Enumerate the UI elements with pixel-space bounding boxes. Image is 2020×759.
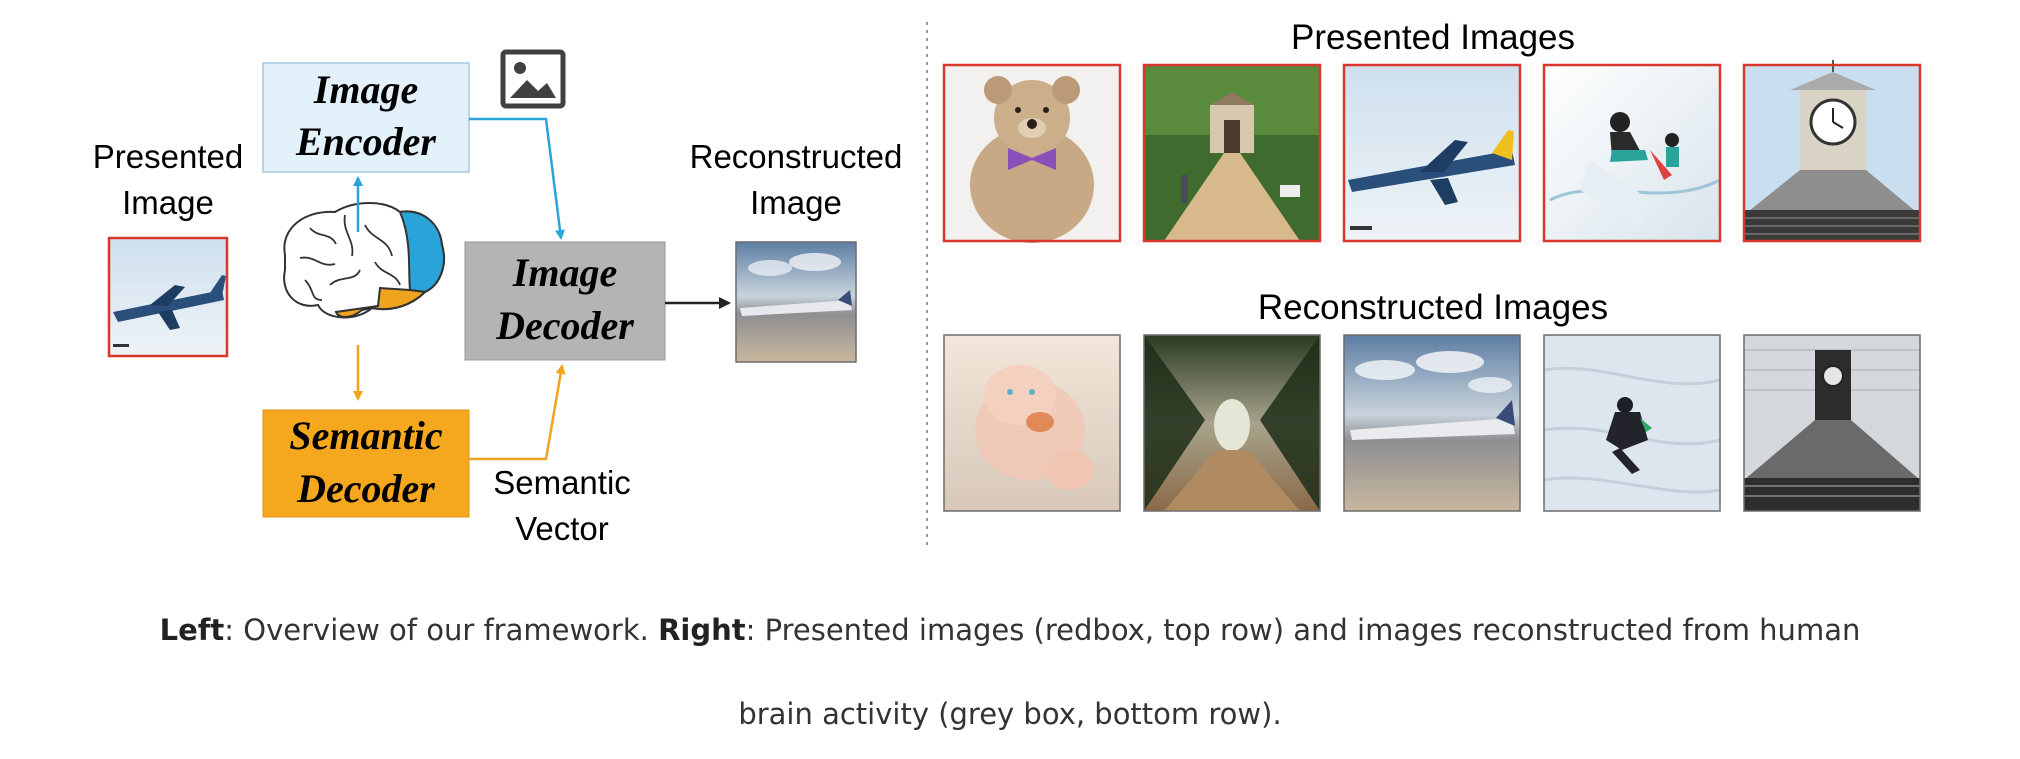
reconstructed-images-title: Reconstructed Images xyxy=(1258,288,1608,327)
figure-caption-line1: Left: Overview of our framework. Right: … xyxy=(0,613,2020,647)
presented-image-label-line2: Image xyxy=(122,184,214,221)
image-encoder-label-line2: Encoder xyxy=(295,119,436,164)
caption-right-text-continued: brain activity (grey box, bottom row). xyxy=(738,697,1282,731)
presented-images-title: Presented Images xyxy=(1291,18,1575,57)
presented-image-clock-tower xyxy=(1742,60,1922,243)
semantic-decoder-label-line2: Decoder xyxy=(296,466,435,511)
framework-figure: Presented Image Image Encoder Image xyxy=(93,18,1922,547)
picture-icon xyxy=(500,49,566,109)
semantic-decoder-box: Semantic Decoder xyxy=(262,409,470,518)
reconstructed-image-airplane xyxy=(1343,334,1521,512)
figure-caption-line2: brain activity (grey box, bottom row). xyxy=(0,697,2020,731)
brain-icon xyxy=(283,202,445,319)
image-encoder-label-line1: Image xyxy=(313,67,418,112)
reconstructed-image-snowboarder xyxy=(1543,334,1721,512)
presented-image-label-line1: Presented xyxy=(93,138,243,175)
caption-right-text: : Presented images (redbox, top row) and… xyxy=(745,613,1861,647)
image-decoder-label-line2: Decoder xyxy=(495,303,634,348)
image-encoder-box: Image Encoder xyxy=(262,62,470,173)
reconstructed-image-teddy-bear xyxy=(943,334,1121,512)
semantic-vector-label-line2: Vector xyxy=(515,510,609,547)
semantic-decoder-label-line1: Semantic xyxy=(289,413,443,458)
reconstructed-image-label-line1: Reconstructed xyxy=(690,138,903,175)
presented-image-snowboarder xyxy=(1542,63,1722,243)
presented-image-teddy-bear xyxy=(942,63,1122,243)
caption-left-text: : Overview of our framework. xyxy=(224,613,659,647)
reconstructed-image-clock-tower xyxy=(1743,334,1921,512)
reconstructed-image-thumbnail xyxy=(735,241,857,363)
presented-image-garden-path xyxy=(1142,63,1322,243)
semantic-to-decoder-arrow xyxy=(469,364,566,461)
semantic-vector-label-line1: Semantic xyxy=(493,464,631,501)
presented-image-airplane xyxy=(1342,63,1522,243)
image-decoder-label-line1: Image xyxy=(512,250,617,295)
presented-image-thumbnail xyxy=(107,236,229,358)
reconstructed-image-garden-path xyxy=(1143,334,1321,512)
reconstructed-image-label-line2: Image xyxy=(750,184,842,221)
encoder-to-decoder-arrow xyxy=(469,117,565,240)
caption-left-bold: Left xyxy=(159,613,225,647)
image-decoder-box: Image Decoder xyxy=(464,241,666,361)
caption-right-bold: Right xyxy=(658,613,746,647)
